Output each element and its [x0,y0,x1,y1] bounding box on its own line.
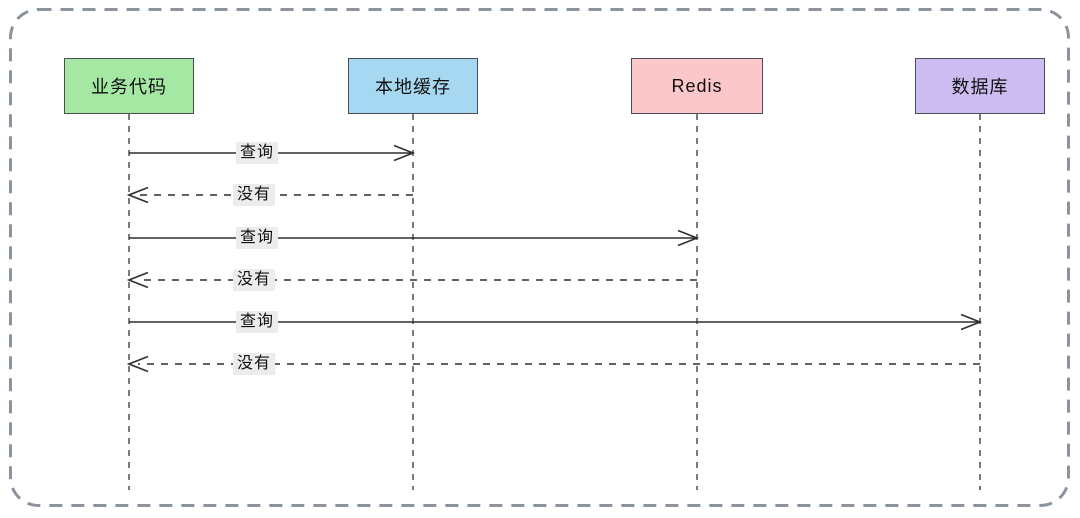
diagram-frame-border [9,8,1070,507]
actor-database: 数据库 [915,58,1045,114]
actor-business-code: 业务代码 [64,58,194,114]
arrowhead-left-icon [126,271,149,289]
actor-redis: Redis [631,58,763,114]
message-label-query-3: 查询 [235,311,279,333]
message-label-reply-3: 没有 [232,353,276,375]
arrowhead-right-icon [393,144,416,162]
message-label-reply-2: 没有 [232,269,276,291]
arrowhead-right-icon [677,229,700,247]
arrowhead-left-icon [126,355,149,373]
arrowhead-left-icon [126,186,149,204]
message-label-query-2: 查询 [235,227,279,249]
message-label-query-1: 查询 [235,142,279,164]
actor-local-cache: 本地缓存 [348,58,478,114]
arrowhead-right-icon [960,313,983,331]
message-label-reply-1: 没有 [232,184,276,206]
